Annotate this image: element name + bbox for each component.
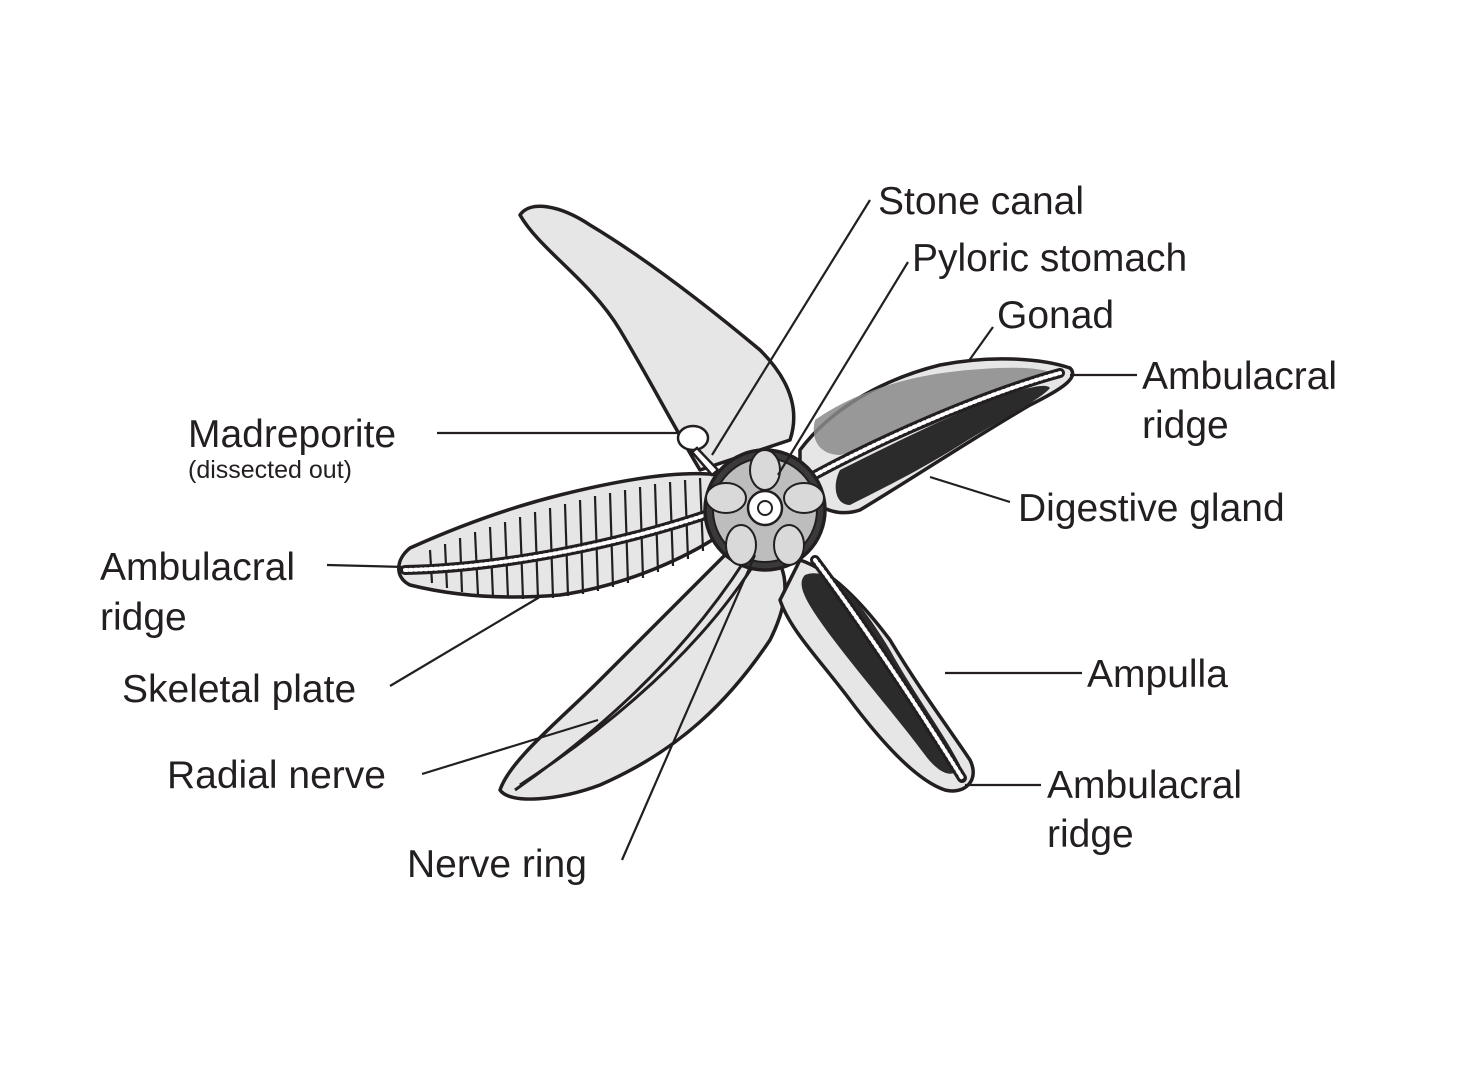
label-ambulacral-ridge-left-line2: ridge (100, 596, 187, 639)
label-radial-nerve: Radial nerve (167, 754, 386, 797)
label-pyloric-stomach: Pyloric stomach (912, 237, 1187, 280)
leader-pyloric-stomach (777, 261, 909, 476)
label-gonad: Gonad (997, 294, 1114, 337)
arm-lower-left (498, 548, 787, 801)
label-digestive-gland: Digestive gland (1018, 487, 1285, 530)
label-skeletal-plate: Skeletal plate (122, 668, 356, 711)
sea-star-body (397, 204, 1075, 801)
madreporite-shape (676, 424, 710, 452)
ambulacral-ridge-left-inner (403, 508, 722, 572)
central-disc (703, 448, 827, 572)
leader-lines (326, 199, 1137, 861)
ambulacral-ridge-lower-right-inner (813, 558, 964, 780)
label-nerve-ring: Nerve ring (407, 843, 587, 886)
leader-ambulacral-ridge-left (326, 563, 406, 569)
mouth-ring (746, 489, 784, 527)
label-stone-canal: Stone canal (878, 180, 1084, 223)
label-ambulacral-ridge-upper-right-line2: ridge (1142, 404, 1229, 447)
ambulacral-ridge-upper-right-inner (813, 371, 1062, 477)
ampullae-mass (801, 573, 960, 774)
leader-skeletal-plate (389, 597, 539, 687)
leader-nerve-ring (620, 554, 757, 861)
label-madreporite: Madreporite (188, 413, 396, 456)
label-madreporite-note: (dissected out) (188, 456, 352, 484)
pyloric-stomach-shape (705, 449, 825, 566)
labels: Stone canal Pyloric stomach Gonad Ambula… (100, 180, 1337, 886)
arm-upper-left (518, 204, 796, 472)
stone-canal-shape (690, 446, 720, 477)
leader-digestive-gland (929, 475, 1011, 504)
label-ambulacral-ridge-lower-right-line2: ridge (1047, 813, 1134, 856)
label-ambulacral-ridge-upper-right-line1: Ambulacral (1142, 355, 1337, 398)
leader-radial-nerve (421, 718, 599, 776)
label-ambulacral-ridge-lower-right-line1: Ambulacral (1047, 764, 1242, 807)
label-ampulla: Ampulla (1087, 653, 1228, 696)
digestive-gland-mass (835, 385, 1050, 505)
label-ambulacral-ridge-left-line1: Ambulacral (100, 546, 295, 589)
leader-gonad (967, 326, 994, 363)
leader-stone-canal (711, 199, 871, 456)
